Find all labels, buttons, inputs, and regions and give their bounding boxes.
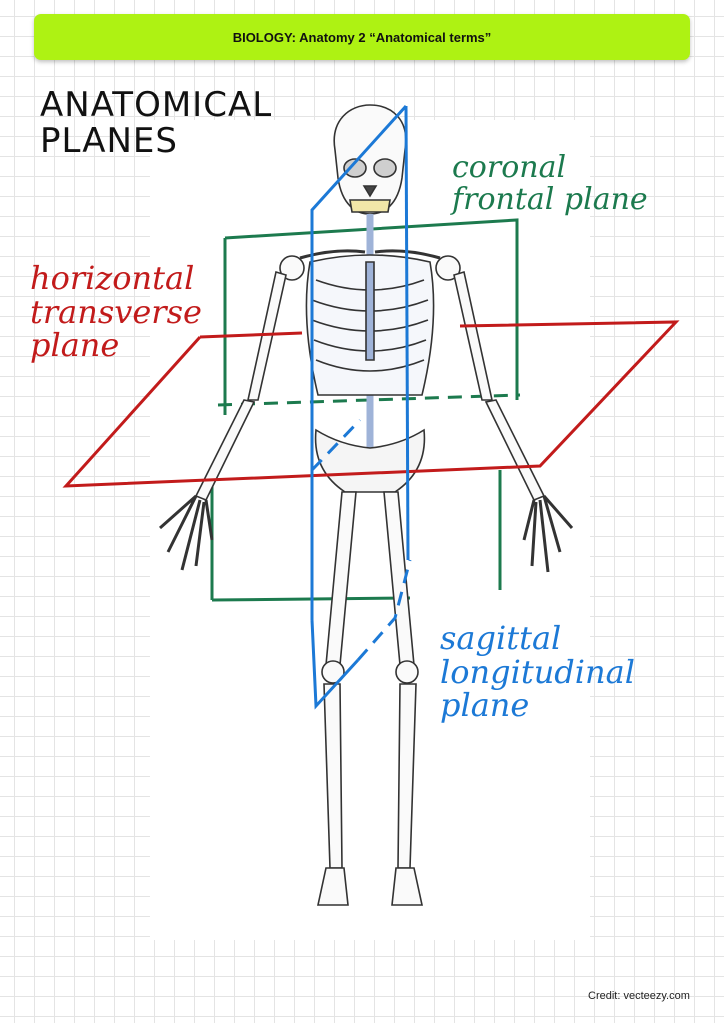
sagittal-label-line-1: sagittal — [440, 619, 562, 657]
skeleton-illustration — [159, 104, 574, 906]
transverse-plane-label: horizontal transverse plane — [30, 259, 202, 365]
diagram-title: ANATOMICAL PLANES — [40, 85, 273, 161]
transverse-plane — [62, 320, 680, 488]
horizontal-label-line-1: horizontal — [30, 259, 195, 297]
coronal-label-line-2: frontal plane — [452, 181, 648, 217]
coronal-label-line-1: coronal — [452, 150, 567, 185]
sagittal-label-line-3: plane — [440, 686, 530, 725]
sagittal-label-line-2: longitudinal — [440, 652, 635, 691]
coronal-plane-label: coronal frontal plane — [452, 152, 648, 215]
title-line-2: PLANES — [40, 120, 178, 161]
image-credit: Credit: vecteezy.com — [588, 990, 690, 1002]
banner-text: BIOLOGY: Anatomy 2 “Anatomical terms” — [232, 29, 492, 45]
sagittal-plane-label: sagittal longitudinal plane — [440, 619, 635, 725]
sagittal-plane — [310, 104, 412, 710]
horizontal-label-line-2: transverse — [30, 292, 202, 331]
title-banner: BIOLOGY: Anatomy 2 “Anatomical terms” — [34, 14, 690, 60]
title-line-1: ANATOMICAL — [40, 85, 273, 125]
horizontal-label-line-3: plane — [30, 326, 120, 365]
